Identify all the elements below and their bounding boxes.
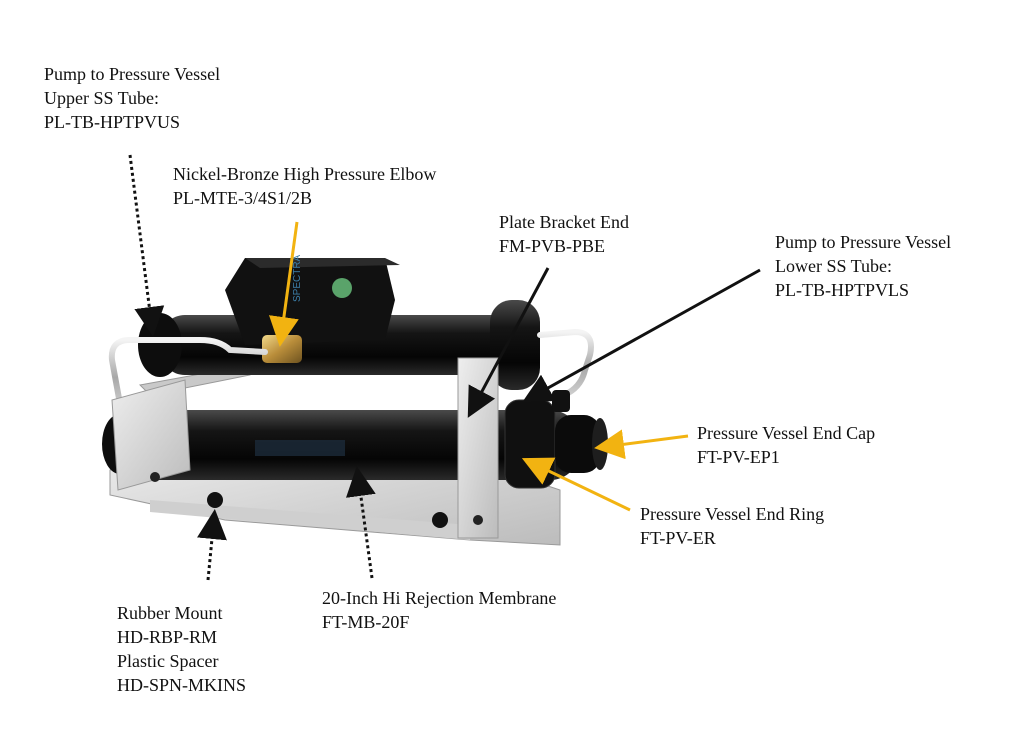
control-box-top [245,258,400,268]
arrow-mount [197,509,227,581]
arrow-lower-tube [522,268,761,403]
left-bracket-bolt [150,472,160,482]
callout-mount-part2: HD-SPN-MKINS [117,675,247,695]
callout-end-cap: Pressure Vessel End Cap FT-PV-EP1 [697,421,875,469]
callout-membrane-part: FT-MB-20F [322,612,410,632]
rubber-mount-right [432,512,448,528]
arrow-membrane [345,466,376,579]
callout-end-cap-part: FT-PV-EP1 [697,447,780,467]
callout-mount-part1: HD-RBP-RM [117,627,218,647]
callout-mount-line1: Rubber Mount [117,603,223,623]
arrow-bracket [467,267,550,418]
callout-upper-tube: Pump to Pressure Vessel Upper SS Tube: P… [44,62,220,134]
port-fitting [552,390,570,412]
callout-upper-tube-line1: Pump to Pressure Vessel [44,64,221,84]
arrow-elbow [269,221,299,347]
callout-lower-tube-line1: Pump to Pressure Vessel [775,232,952,252]
pump-cylinder-end [490,300,540,390]
arrow-upper-tube [128,154,165,337]
callout-lower-tube: Pump to Pressure Vessel Lower SS Tube: P… [775,230,951,302]
callout-end-cap-line1: Pressure Vessel End Cap [697,423,876,443]
left-bracket [111,379,191,491]
upper-ss-tube [108,337,268,418]
base-plate-front [150,500,470,540]
callout-end-ring: Pressure Vessel End Ring FT-PV-ER [640,502,824,550]
callout-bracket-part: FM-PVB-PBE [499,236,606,256]
callout-lower-tube-line2: Lower SS Tube: [775,256,893,276]
arrow-end-ring [521,457,631,512]
callout-bracket-line1: Plate Bracket End [499,212,629,232]
vessel-end-cap [555,415,600,473]
callout-upper-tube-part: PL-TB-HPTPVUS [44,112,181,132]
callout-mount-line3: Plastic Spacer [117,651,219,671]
plate-bracket-bolt [473,515,483,525]
logo-disc [332,278,352,298]
callout-end-ring-line1: Pressure Vessel End Ring [640,504,825,524]
callout-membrane-line1: 20-Inch Hi Rejection Membrane [322,588,557,608]
callout-membrane: 20-Inch Hi Rejection Membrane FT-MB-20F [322,586,556,634]
callout-end-ring-part: FT-PV-ER [640,528,716,548]
callout-elbow: Nickel-Bronze High Pressure Elbow PL-MTE… [173,162,436,210]
callout-mount: Rubber Mount HD-RBP-RM Plastic Spacer HD… [117,601,246,697]
arrow-end-cap [594,429,689,460]
callout-elbow-part: PL-MTE-3/4S1/2B [173,188,313,208]
control-box [225,258,395,345]
callout-upper-tube-line2: Upper SS Tube: [44,88,160,108]
rubber-mount-left [207,492,223,508]
logo-text: SPECTRA [292,254,303,302]
vessel-label [255,440,345,456]
callout-bracket: Plate Bracket End FM-PVB-PBE [499,210,629,258]
callout-elbow-line1: Nickel-Bronze High Pressure Elbow [173,164,437,184]
callout-lower-tube-part: PL-TB-HPTPVLS [775,280,910,300]
